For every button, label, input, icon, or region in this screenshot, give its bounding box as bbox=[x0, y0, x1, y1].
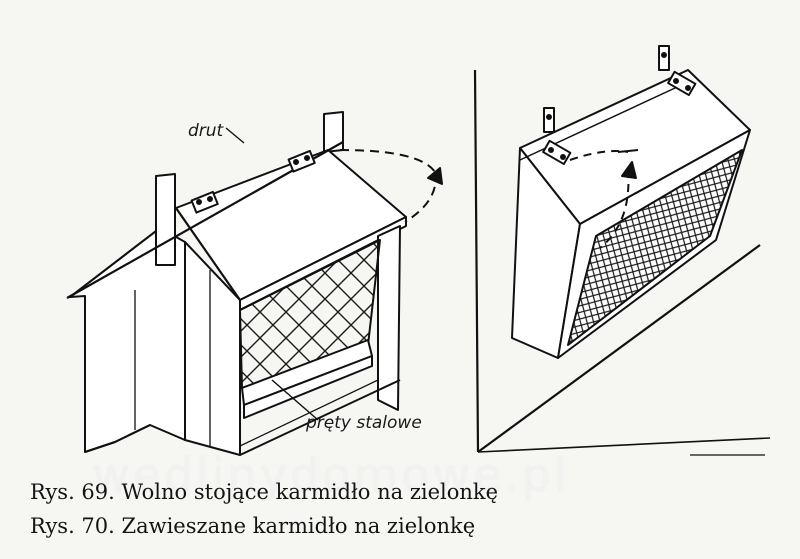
rods-label: pręty stalowe bbox=[305, 413, 422, 433]
hanging-feeder-drawing bbox=[473, 45, 771, 456]
caption-figure-69: Rys. 69. Wolno stojące karmidło na zielo… bbox=[30, 480, 499, 504]
wire-label: drut bbox=[188, 121, 225, 141]
watermark-text: wedlinydomowe.pl bbox=[92, 448, 570, 502]
free-standing-feeder-drawing bbox=[66, 111, 443, 456]
caption-figure-70: Rys. 70. Zawieszane karmidło na zielonkę bbox=[30, 514, 476, 538]
